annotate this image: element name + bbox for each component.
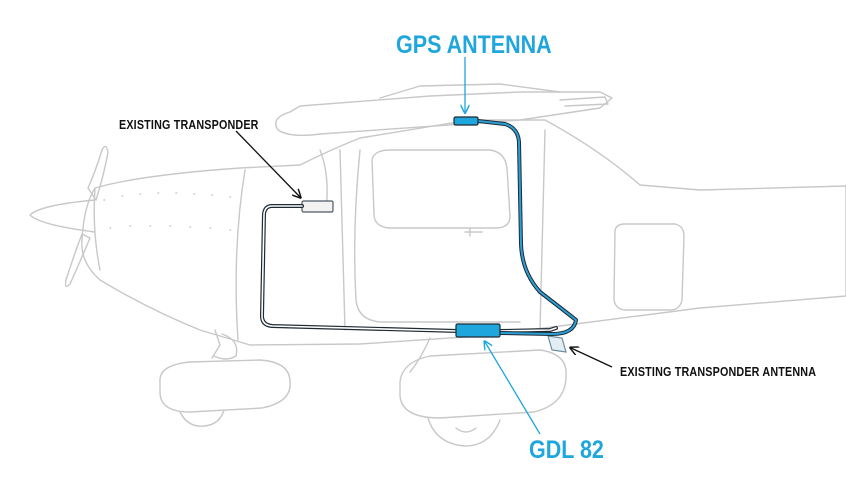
nose-gear-strut [211,329,221,359]
fuselage [81,119,846,346]
door-window [371,149,511,229]
existing-transponder-antenna-label: EXISTING TRANSPONDER ANTENNA [620,365,817,379]
transponder-leader [235,130,300,197]
door-outline [353,149,521,323]
gdl82-unit [455,323,501,338]
rivets [103,192,232,231]
wing [275,91,613,137]
nose-gear-fork [213,333,238,360]
gps-antenna [453,116,479,126]
wing-fairing [379,83,561,99]
cowling-seam [235,169,246,341]
door-handle [464,227,483,237]
main-wheel-fairing [399,349,567,419]
existing-transponder-label: EXISTING TRANSPONDER [119,118,259,132]
gdl82-leader [485,342,541,435]
transponder-unit [301,200,334,213]
propeller-blade-lower [64,233,91,287]
door-frame [339,129,546,331]
spinner [29,199,96,233]
main-wheel-hub [455,427,477,433]
transponder-antenna [547,335,567,353]
main-gear-strut [409,337,431,373]
transponder-cable [260,204,558,333]
gps-antenna-label: GPS ANTENNA [396,31,552,59]
gdl82-label: GDL 82 [529,436,604,464]
main-wheel [427,417,501,447]
wing-flap [559,96,609,107]
transponder-antenna-leader [571,348,613,368]
nose-wheel [179,409,225,427]
nose-wheel-fairing [159,359,291,413]
rear-window [613,223,685,311]
propeller-blade-upper [87,145,109,201]
cowling [93,187,101,271]
